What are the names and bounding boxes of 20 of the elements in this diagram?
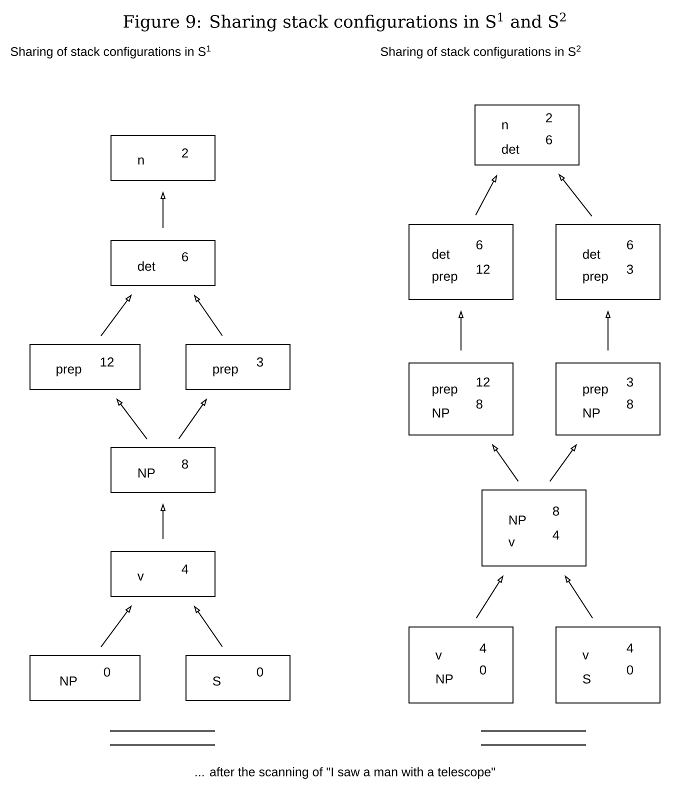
stack-box: NP 8 xyxy=(110,447,216,493)
stack-box: v 4 xyxy=(110,551,216,597)
stack-box: prep 12 NP 8 xyxy=(408,362,514,436)
stack-box: prep 3 xyxy=(186,344,290,390)
stack-box: n 2 det 6 xyxy=(474,104,580,166)
stack-box: n 2 xyxy=(110,135,216,181)
stack-box: v 4 S 0 xyxy=(556,626,660,704)
stack-box: NP 0 xyxy=(30,655,140,701)
stack-box: prep 12 xyxy=(30,344,140,390)
stack-box: det 6 xyxy=(110,240,216,286)
caption: ... after the scanning of "I saw a man with a telescope" xyxy=(196,767,495,779)
stack-box: S 0 xyxy=(186,655,290,701)
stack-box: det 6 prep 3 xyxy=(556,224,660,300)
panel-heading: Sharing of stack configurations in S$^{1}$ xyxy=(10,46,211,58)
panel-heading: Sharing of stack configurations in S$^{2}$ xyxy=(380,45,581,59)
figure-title: Figure 9: Sharing stack configurations in S$^{1}$ and S$^{2}$ xyxy=(124,12,566,32)
stack-box: NP 8 v 4 xyxy=(482,490,586,566)
stack-box: det 6 prep 12 xyxy=(408,224,514,300)
stack-box: v 4 NP 0 xyxy=(408,626,514,704)
stack-box: prep 3 NP 8 xyxy=(556,362,660,436)
